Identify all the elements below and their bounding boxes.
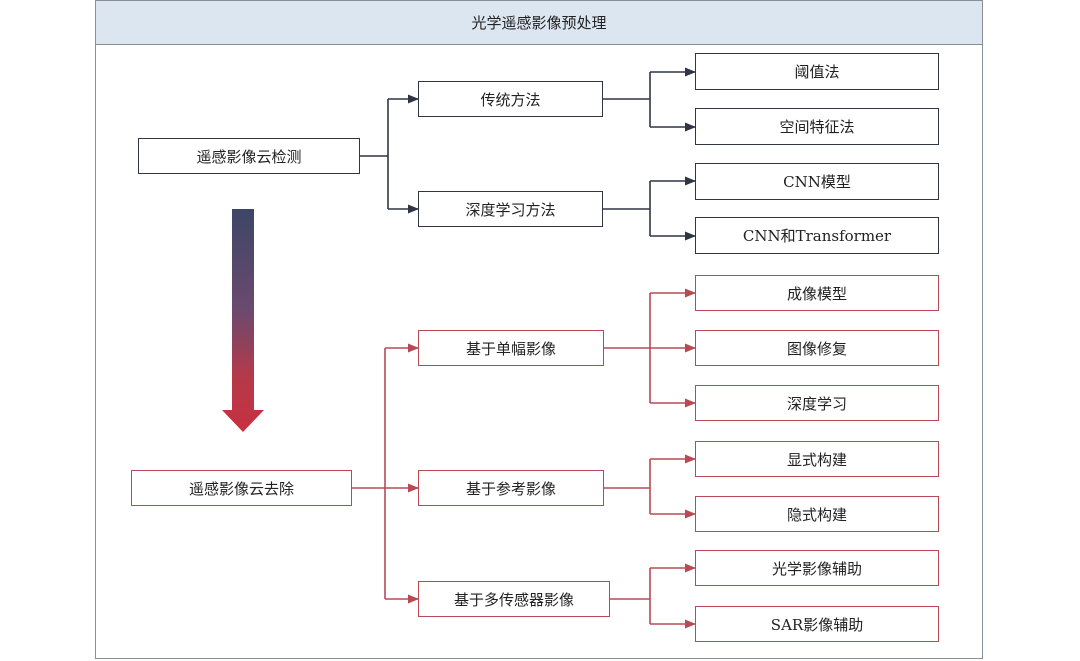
node-cnn-transformer: CNN和Transformer xyxy=(695,217,939,254)
node-cloud-removal: 遥感影像云去除 xyxy=(131,470,352,506)
node-cloud-detection: 遥感影像云检测 xyxy=(138,138,360,174)
detection-connectors xyxy=(360,67,697,241)
transition-arrow xyxy=(222,209,264,432)
node-implicit-construction: 隐式构建 xyxy=(695,496,939,532)
node-optical-image-assist: 光学影像辅助 xyxy=(695,550,939,586)
node-threshold-method: 阈值法 xyxy=(695,53,939,90)
node-reference-image: 基于参考影像 xyxy=(418,470,604,506)
node-cnn-model: CNN模型 xyxy=(695,163,939,200)
node-imaging-model: 成像模型 xyxy=(695,275,939,311)
node-spatial-feature-method: 空间特征法 xyxy=(695,108,939,145)
node-multi-sensor-image: 基于多传感器影像 xyxy=(418,581,610,617)
node-explicit-construction: 显式构建 xyxy=(695,441,939,477)
node-sar-image-assist: SAR影像辅助 xyxy=(695,606,939,642)
node-single-image: 基于单幅影像 xyxy=(418,330,604,366)
removal-connectors xyxy=(352,288,697,629)
node-traditional-methods: 传统方法 xyxy=(418,81,603,117)
page-title: 光学遥感影像预处理 xyxy=(96,1,982,45)
node-deep-learning: 深度学习 xyxy=(695,385,939,421)
node-image-inpainting: 图像修复 xyxy=(695,330,939,366)
node-deep-learning-methods: 深度学习方法 xyxy=(418,191,603,227)
